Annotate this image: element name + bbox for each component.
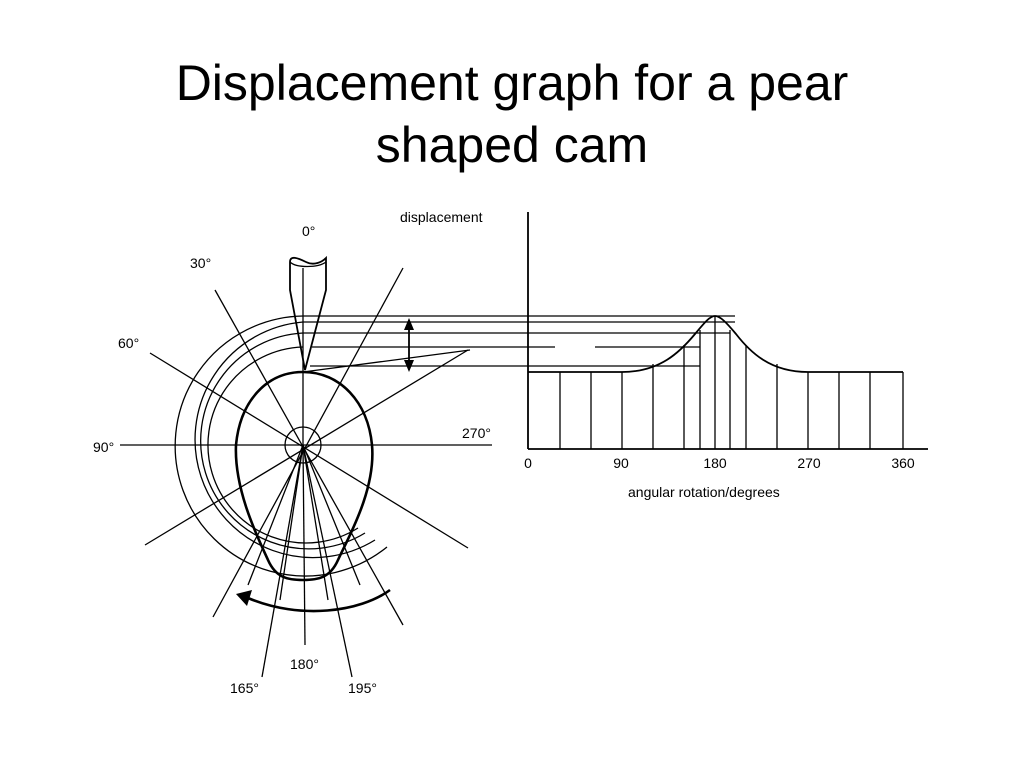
radial-line-d xyxy=(302,444,361,586)
angle-label-195: 195° xyxy=(348,680,377,696)
graph-xtick-270: 270 xyxy=(797,455,821,471)
angle-label-30: 30° xyxy=(190,255,211,271)
radial-line-60-240 xyxy=(149,352,469,549)
pear-cam-profile xyxy=(234,370,374,582)
knife-edge-follower xyxy=(289,255,327,371)
displacement-curve xyxy=(528,315,903,373)
graph-xtick-0: 0 xyxy=(524,455,532,471)
graph-ordinate-lines xyxy=(559,316,904,449)
displacement-graph: displacement 0 90 180 270 360 angular ro… xyxy=(400,209,928,500)
slide-title-line-1: Displacement graph for a pear xyxy=(175,55,849,111)
radial-line-30-210 xyxy=(214,289,404,626)
angle-label-180: 180° xyxy=(290,656,319,672)
graph-xlabel: angular rotation/degrees xyxy=(628,484,780,500)
projection-lines xyxy=(302,315,735,373)
radial-line-c xyxy=(247,444,304,586)
angle-label-270: 270° xyxy=(462,425,491,441)
radial-line-150-330 xyxy=(212,267,404,618)
rotation-direction-arrow xyxy=(236,588,391,613)
follower-path-arcs xyxy=(174,315,388,577)
slide-title: Displacement graph for a pear shaped cam xyxy=(0,52,1024,176)
angle-label-90: 90° xyxy=(93,439,114,455)
cam-diagram: 0° 30° 60° 90° 270° 165° 180° 195° xyxy=(93,223,735,696)
angle-label-60: 60° xyxy=(118,335,139,351)
angle-label-165: 165° xyxy=(230,680,259,696)
path-arc-outer xyxy=(174,315,388,577)
angle-label-0: 0° xyxy=(302,223,315,239)
radial-line-195 xyxy=(302,444,353,678)
radial-line-180 xyxy=(302,444,306,646)
follower-top-curve xyxy=(289,261,327,268)
radial-line-165 xyxy=(261,444,304,678)
slide-title-line-2: shaped cam xyxy=(375,117,649,173)
cam-hub xyxy=(284,426,322,464)
graph-xtick-360: 360 xyxy=(891,455,915,471)
path-arc-2 xyxy=(194,321,376,559)
graph-xtick-90: 90 xyxy=(613,455,629,471)
graph-ylabel: displacement xyxy=(400,209,483,225)
radial-angle-lines xyxy=(120,267,492,678)
radial-line-120-300 xyxy=(144,349,469,546)
path-arc-3 xyxy=(200,332,366,550)
graph-xtick-180: 180 xyxy=(703,455,727,471)
path-arc-4 xyxy=(207,346,359,544)
displacement-dimension-arrow xyxy=(404,318,414,372)
